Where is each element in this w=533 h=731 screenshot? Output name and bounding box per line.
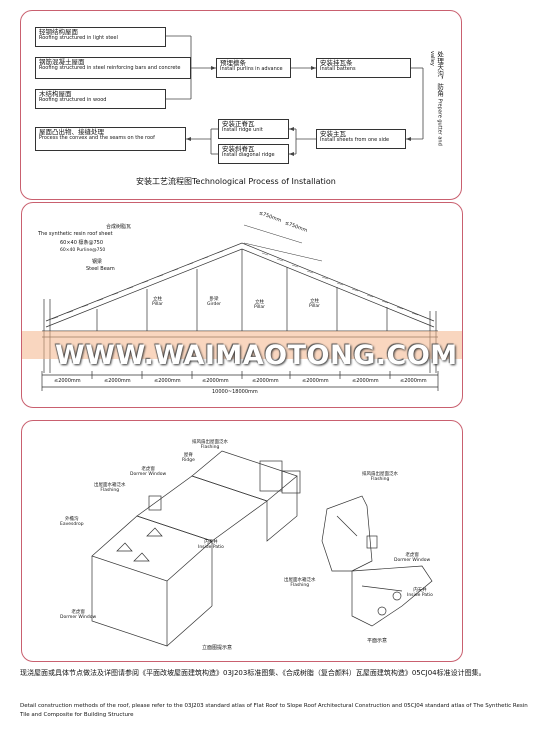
span-dimension: ≤2000mm <box>400 378 427 384</box>
steel-beam-label-en: Steel Beam <box>86 266 115 272</box>
span-dimension: ≤2000mm <box>104 378 131 384</box>
flow-box-ridge-unit: 安装正脊瓦 Install ridge unit <box>218 119 289 139</box>
flow-box-label-en: Install battens <box>320 66 356 73</box>
flow-box-label-en: Install sheets from one side <box>320 137 390 144</box>
synthetic-sheet-label-en: The synthetic resin roof sheet <box>38 231 113 237</box>
span-dimension: ≤2000mm <box>202 378 229 384</box>
flow-box-main-sheets: 安装主瓦 Install sheets from one side <box>316 129 406 149</box>
roof-section-drawing <box>22 224 462 391</box>
flow-box-label-en: Roofing structured in light steel <box>39 35 118 42</box>
footer-note-zh: 现浇屋面或具体节点做法及详图请参阅《平面改坡屋面建筑构造》03J203标准图集、… <box>20 669 486 677</box>
gutter-valley-note: 处理天沟，防角 Prepare gutter and valley <box>427 51 444 161</box>
flow-box-label-zh: 钢筋混凝土屋面 <box>39 58 85 66</box>
flow-box-diagonal-ridge: 安装斜脊瓦 Install diagonal ridge <box>218 144 289 164</box>
plan-caption: 平面示意 <box>367 638 388 644</box>
flow-box-label-en: Install ridge unit <box>222 127 263 134</box>
span-dimension: ≤2000mm <box>252 378 279 384</box>
span-dimension: ≤2000mm <box>154 378 181 384</box>
footer-note-en: Detail construction methods of the roof,… <box>20 703 528 718</box>
elevation-caption: 立面图提示意 <box>202 645 233 651</box>
span-dimension: ≤2000mm <box>54 378 81 384</box>
flow-box-wood: 木结构屋面 Roofing structured in wood <box>35 89 166 109</box>
total-span-dimension: 10000~18000mm <box>212 389 258 395</box>
watermark-text: WWW.WAIMAOTONG.COM <box>55 340 458 371</box>
span-dimension: ≤2000mm <box>302 378 329 384</box>
flow-box-label-zh: 预埋檩条 <box>220 59 246 67</box>
flow-box-seams: 屋面凸出物、接缝处理 Process the convex and the se… <box>35 127 186 151</box>
span-dimension: ≤2000mm <box>352 378 379 384</box>
flow-box-label-zh: 轻钢结构屋面 <box>39 28 78 36</box>
purlin-label: 60×40 檩条@750 <box>60 240 104 246</box>
flow-box-label-zh: 安装斜脊瓦 <box>222 145 255 153</box>
flow-box-battens: 安装挂瓦条 Install battens <box>316 58 411 78</box>
flow-box-concrete: 钢筋混凝土屋面 Roofing structured in steel rein… <box>35 57 191 79</box>
flow-box-label-zh: 安装主瓦 <box>320 130 346 138</box>
flow-box-label-zh: 安装挂瓦条 <box>320 59 353 67</box>
installation-flow-panel: 轻钢结构屋面 Roofing structured in light steel… <box>20 10 462 200</box>
purlin-label-en: 60×40 Purline@750 <box>60 248 106 253</box>
steel-beam-label-zh: 钢梁 <box>92 259 103 265</box>
flow-box-label-en: Install purlins in advance <box>220 66 283 73</box>
flow-box-label-en: Install diagonal ridge <box>222 152 275 159</box>
synthetic-sheet-label-zh: 合成树脂瓦 <box>106 224 132 230</box>
flow-box-label-zh: 木结构屋面 <box>39 90 72 98</box>
gutter-note-zh: 处理天沟，防角 <box>435 51 444 97</box>
flow-box-label-en: Roofing structured in wood <box>39 97 107 104</box>
flow-box-label-en: Process the convex and the seams on the … <box>39 135 155 142</box>
roof-isometric-drawing <box>91 450 433 647</box>
flow-box-light-steel: 轻钢结构屋面 Roofing structured in light steel <box>35 27 166 47</box>
flow-box-label-zh: 安装正脊瓦 <box>222 120 255 128</box>
gutter-note-en: Prepare gutter and valley <box>428 51 443 146</box>
flow-box-label-zh: 屋面凸出物、接缝处理 <box>39 128 104 136</box>
flow-box-label-en: Roofing structured in steel reinforcing … <box>39 65 181 72</box>
roof-section-panel: 合成树脂瓦 The synthetic resin roof sheet 60×… <box>21 202 463 408</box>
flow-caption: 安装工艺流程图Technological Process of Installa… <box>136 177 336 186</box>
flow-box-purlins: 预埋檩条 Install purlins in advance <box>216 58 291 78</box>
flow-connectors <box>166 35 424 156</box>
